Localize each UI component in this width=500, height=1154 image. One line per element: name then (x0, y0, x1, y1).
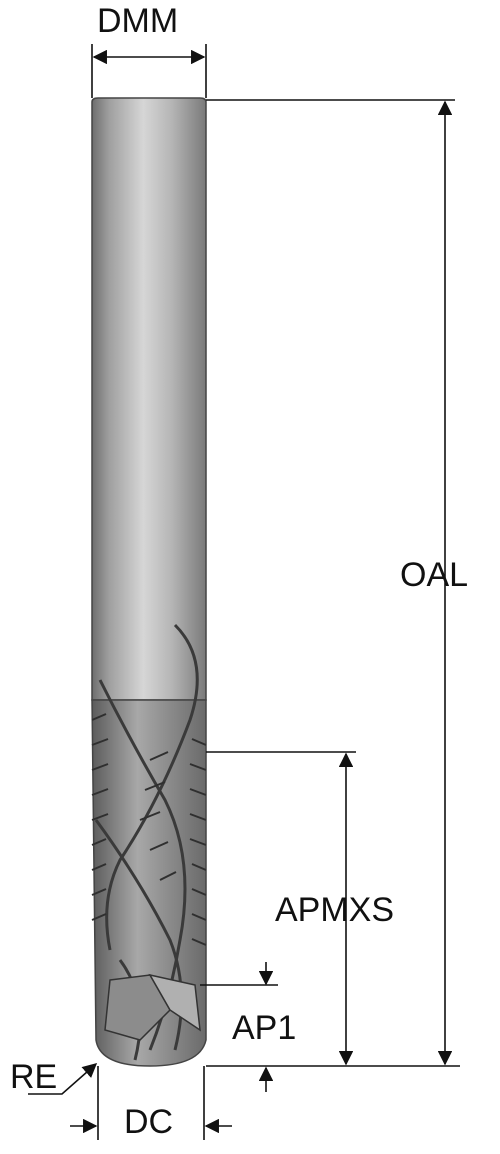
re-label: RE (10, 1058, 58, 1096)
end-mill-tool (91, 97, 207, 1067)
re-leader-arrow (28, 1063, 98, 1095)
dimension-lines (28, 44, 460, 1140)
apmxs-label: APMXS (275, 891, 395, 929)
tool-shank (91, 97, 207, 701)
oal-label: OAL (400, 556, 469, 594)
ap1-label: AP1 (232, 1009, 297, 1047)
chipbreaker-serrations (91, 713, 207, 946)
dc-label: DC (124, 1103, 174, 1141)
dmm-label: DMM (97, 2, 179, 40)
tool-flute-section (91, 699, 207, 1067)
tool-tip-facets (104, 973, 201, 1041)
